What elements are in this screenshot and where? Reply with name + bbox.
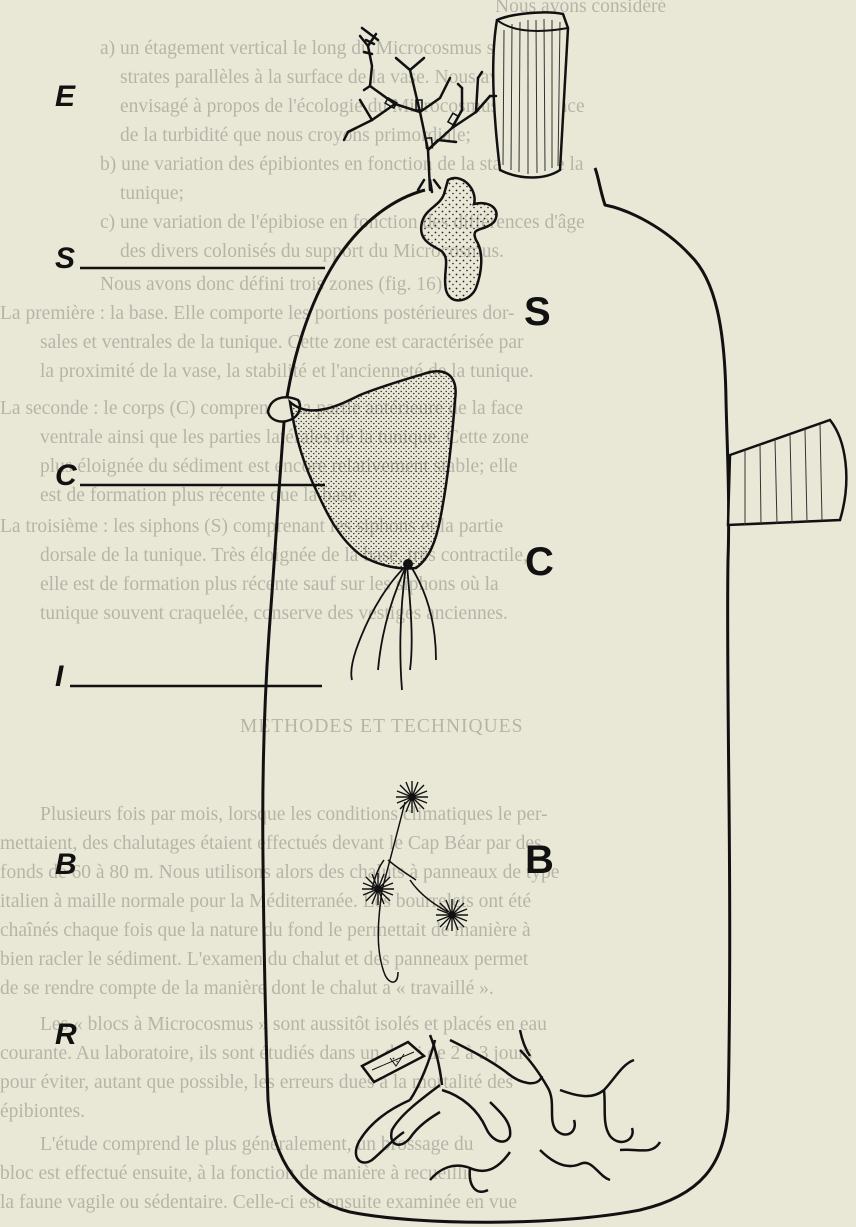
filaments bbox=[351, 562, 436, 690]
label-c: C bbox=[55, 459, 77, 493]
zone-label-s: S bbox=[524, 290, 551, 335]
right-siphon bbox=[728, 420, 846, 525]
label-i: I bbox=[55, 660, 63, 694]
label-r: R bbox=[55, 1018, 77, 1052]
top-siphon bbox=[493, 12, 568, 177]
label-s: S bbox=[55, 242, 75, 276]
label-e: E bbox=[55, 80, 75, 114]
stalked-organisms bbox=[372, 802, 448, 982]
label-b: B bbox=[55, 848, 77, 882]
sponge-blob-s bbox=[421, 178, 496, 300]
zone-label-b: B bbox=[525, 838, 554, 883]
zone-label-c: C bbox=[525, 540, 554, 585]
sponge-mass-c bbox=[290, 371, 456, 568]
sea-urchins bbox=[362, 781, 468, 931]
